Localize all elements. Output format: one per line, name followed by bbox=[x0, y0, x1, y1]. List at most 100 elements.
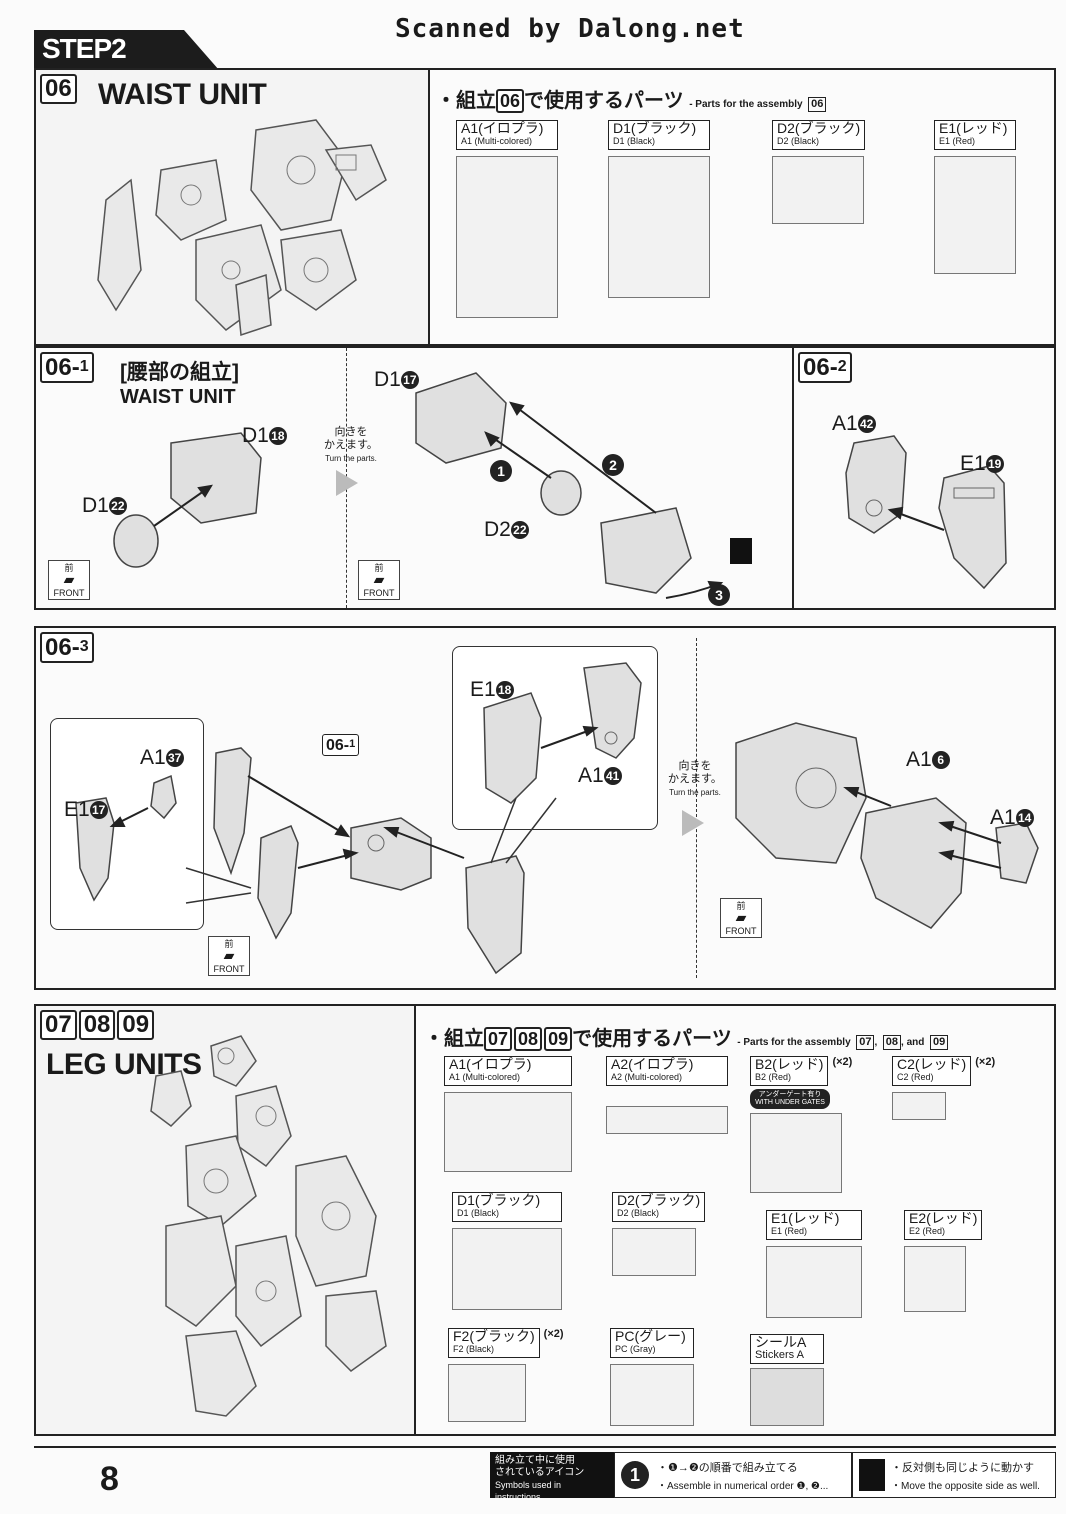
runner-diagram bbox=[610, 1364, 694, 1426]
part-number-badge: 6 bbox=[931, 751, 950, 769]
runner-label-en: Stickers A bbox=[755, 1349, 804, 1361]
callout-box-left bbox=[50, 718, 204, 930]
runner-label-jp: E1(レッド) bbox=[939, 120, 1008, 136]
front-indicator: 前▰FRONT bbox=[358, 560, 400, 600]
num-main: 06 bbox=[803, 354, 830, 381]
part-number-badge: 14 bbox=[1015, 809, 1034, 827]
runner-label-en: A1 (Multi-colored) bbox=[449, 1072, 521, 1082]
part-number-badge: 17 bbox=[400, 371, 419, 389]
step-06-1-title-jp: [腰部の組立] bbox=[120, 361, 239, 384]
footer-rule bbox=[34, 1446, 1056, 1448]
runner-label-en: C2 (Red) bbox=[897, 1072, 934, 1082]
step-06-3-illustration bbox=[75, 662, 1039, 975]
runner-label-en: E1 (Red) bbox=[771, 1226, 808, 1236]
runner-label-en: B2 (Red) bbox=[755, 1072, 792, 1082]
step-number-07: 07 bbox=[40, 1010, 77, 1040]
runner-label-jp: B2(レッド) bbox=[755, 1056, 824, 1072]
part-runner: A1 bbox=[140, 746, 166, 769]
front-arrow-icon: ▰ bbox=[63, 571, 75, 587]
num-sub: 2 bbox=[837, 358, 847, 375]
part-runner: A1 bbox=[578, 764, 604, 787]
runner-label-jp: D1(ブラック) bbox=[613, 120, 697, 136]
page-number: 8 bbox=[100, 1460, 119, 1498]
turn-jp-2: かえます。 bbox=[324, 439, 378, 451]
parts-header-en: - Parts for the assembly bbox=[737, 1037, 851, 1048]
turn-en: Turn the parts. bbox=[669, 788, 721, 797]
runner-label-en: E2 (Red) bbox=[909, 1226, 946, 1236]
part-number-badge: 18 bbox=[268, 427, 287, 445]
part-number-badge: 22 bbox=[510, 521, 529, 539]
order-en: ・Assemble in numerical order ❶, ❷... bbox=[657, 1481, 829, 1492]
footer-legend: 組み立て中に使用 されているアイコン Symbols used in instr… bbox=[490, 1452, 1056, 1502]
runner-diagram bbox=[456, 156, 558, 318]
part-runner: D2 bbox=[484, 518, 511, 541]
sticker-sheet bbox=[750, 1368, 824, 1426]
runner-label-jp: A1(イロプラ) bbox=[449, 1056, 532, 1072]
turn-jp-2: かえます。 bbox=[668, 773, 722, 785]
step-number-09: 09 bbox=[117, 1010, 155, 1040]
runner-label-jp: C2(レッド) bbox=[897, 1056, 967, 1072]
runner-diagram bbox=[772, 156, 864, 224]
legs-exploded-illustration bbox=[150, 1035, 387, 1417]
front-indicator: 前▰FRONT bbox=[208, 936, 250, 976]
part-number-badge: 17 bbox=[89, 801, 108, 819]
legs-runner-c2: C2(レッド)C2 (Red) (×2) bbox=[892, 1056, 995, 1120]
num-main: 06 bbox=[45, 354, 72, 381]
runner-label-jp: D2(ブラック) bbox=[617, 1192, 701, 1208]
runner-label-en: D1 (Black) bbox=[457, 1208, 500, 1218]
runner-label-jp: A1(イロプラ) bbox=[461, 120, 544, 136]
parts-header-en-and: , and bbox=[901, 1037, 925, 1048]
runner-diagram bbox=[904, 1246, 966, 1312]
part-runner: D1 bbox=[242, 424, 269, 447]
parts-header-en-comma: , bbox=[874, 1037, 878, 1048]
runner-diagram bbox=[892, 1092, 946, 1120]
runner-diagram bbox=[934, 156, 1016, 274]
part-number-badge: 41 bbox=[603, 767, 622, 785]
under-gate-en: WITH UNDER GATES bbox=[755, 1099, 825, 1106]
order-badge-2: 2 bbox=[602, 454, 624, 476]
part-runner: D1 bbox=[374, 368, 401, 391]
step-06-1-title-en: WAIST UNIT bbox=[120, 386, 236, 408]
part-runner: A1 bbox=[832, 412, 858, 435]
parts-header-en-num-08: 08 bbox=[882, 1035, 902, 1050]
front-en: FRONT bbox=[213, 964, 245, 974]
runner-diagram bbox=[444, 1092, 572, 1172]
runner-label-jp: E1(レッド) bbox=[771, 1210, 840, 1226]
num-sub: 1 bbox=[349, 738, 356, 750]
footer-opposite-legend: ・反対側も同じように動かす ・Move the opposite side as… bbox=[852, 1452, 1056, 1498]
parts-header-num: 06 bbox=[496, 89, 525, 113]
front-arrow-icon: ▰ bbox=[223, 947, 235, 963]
front-arrow-icon: ▰ bbox=[735, 909, 747, 925]
runner-quantity: (×2) bbox=[543, 1328, 564, 1340]
front-arrow-icon: ▰ bbox=[373, 571, 385, 587]
step-06-1-illustration bbox=[113, 372, 724, 599]
parts-header-en-num: 06 bbox=[808, 97, 827, 112]
front-en: FRONT bbox=[363, 588, 395, 598]
parts-header-en-num-09: 09 bbox=[929, 1035, 949, 1050]
part-number-badge: 22 bbox=[108, 497, 127, 515]
runner-label-jp: D2(ブラック) bbox=[777, 120, 861, 136]
number-icon: 1 bbox=[621, 1461, 649, 1489]
parts-header-en-num-07: 07 bbox=[856, 1035, 875, 1050]
waist-image-panel: 06 WAIST UNIT bbox=[36, 70, 430, 344]
turn-en: Turn the parts. bbox=[325, 454, 377, 463]
under-gate-jp: アンダーゲート有り bbox=[758, 1091, 822, 1098]
legs-runner-d2: D2(ブラック)D2 (Black) bbox=[612, 1192, 706, 1276]
